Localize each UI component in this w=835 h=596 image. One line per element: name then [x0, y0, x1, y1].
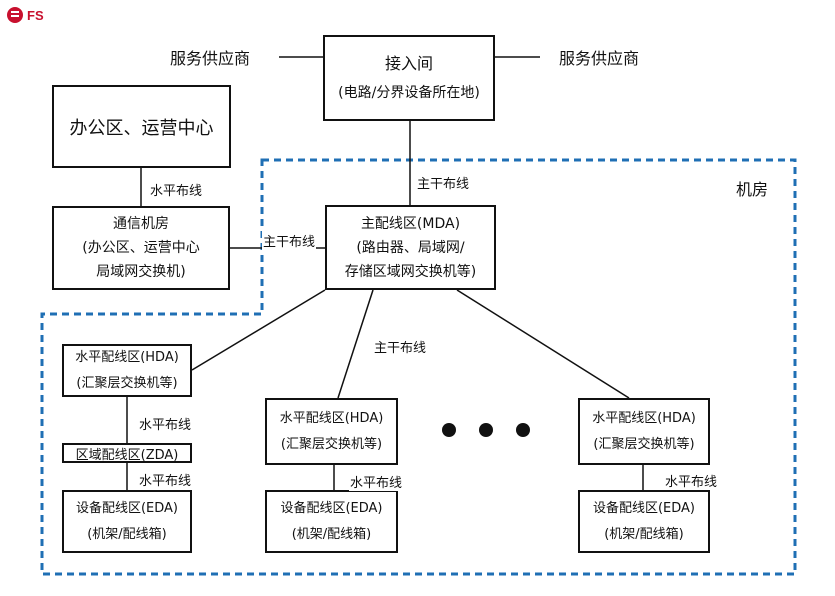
hda-box-2: 水平配线区(HDA) (汇聚层交换机等) — [265, 398, 398, 465]
eda-box-3: 设备配线区(EDA) (机架/配线箱) — [578, 490, 710, 553]
hda2-line2: (汇聚层交换机等) — [280, 436, 383, 452]
eda1-line1: 设备配线区(EDA) — [75, 500, 179, 516]
eda3-line1: 设备配线区(EDA) — [592, 500, 696, 516]
horizontal-label-hda2-eda2: 水平布线 — [349, 472, 404, 491]
ellipsis-dot-1 — [442, 423, 456, 437]
horizontal-label-zda-eda1: 水平布线 — [138, 470, 193, 489]
eda-box-1: 设备配线区(EDA) (机架/配线箱) — [62, 490, 192, 553]
eda2-line2: (机架/配线箱) — [291, 526, 372, 542]
entrance-room-box: 接入间 (电路/分界设备所在地) — [323, 35, 495, 121]
zda-label: 区域配线区(ZDA) — [75, 447, 179, 463]
entrance-room-title: 接入间 — [384, 54, 433, 73]
backbone-label-telecom-mda: 主干布线 — [262, 231, 317, 250]
telecom-room-box: 通信机房 (办公区、运营中心 局域网交换机) — [52, 206, 230, 290]
hda-box-1: 水平配线区(HDA) (汇聚层交换机等) — [62, 344, 192, 397]
mda-box: 主配线区(MDA) (路由器、局域网/ 存储区域网交换机等) — [325, 205, 496, 290]
telecom-room-line1: 通信机房 — [113, 216, 169, 232]
telecom-room-line2: (办公区、运营中心 — [82, 240, 200, 256]
mda-line1: 主配线区(MDA) — [360, 215, 461, 232]
mda-line3: 存储区域网交换机等) — [344, 263, 477, 280]
eda2-line1: 设备配线区(EDA) — [280, 500, 383, 516]
office-area-title: 办公区、运营中心 — [69, 117, 214, 139]
ellipsis-dot-3 — [516, 423, 530, 437]
horizontal-label-hda3-eda3: 水平布线 — [664, 471, 719, 490]
hda1-line2: (汇聚层交换机等) — [76, 375, 178, 391]
fs-logo: FS — [7, 7, 44, 23]
eda-box-2: 设备配线区(EDA) (机架/配线箱) — [265, 490, 398, 553]
horizontal-label-hda1-zda: 水平布线 — [138, 414, 193, 433]
zda-box: 区域配线区(ZDA) — [62, 443, 192, 463]
eda1-line2: (机架/配线箱) — [87, 526, 167, 542]
office-area-box: 办公区、运营中心 — [52, 85, 231, 168]
hda-box-3: 水平配线区(HDA) (汇聚层交换机等) — [578, 398, 710, 465]
connector-mda-hda1 — [191, 289, 326, 371]
backbone-label-entrance-mda: 主干布线 — [416, 173, 471, 192]
hda3-line2: (汇聚层交换机等) — [593, 436, 695, 452]
mda-line2: (路由器、局域网/ — [356, 239, 465, 256]
eda3-line2: (机架/配线箱) — [604, 526, 684, 542]
connector-mda-hda3 — [456, 289, 630, 399]
logo-text: FS — [27, 7, 44, 23]
hda3-line1: 水平配线区(HDA) — [592, 410, 696, 426]
ellipsis-dot-2 — [479, 423, 493, 437]
horizontal-label-office-telecom: 水平布线 — [149, 180, 204, 199]
computer-room-label: 机房 — [736, 180, 769, 199]
connector-mda-hda2 — [337, 289, 374, 399]
service-provider-right: 服务供应商 — [559, 49, 640, 68]
entrance-room-subtitle: (电路/分界设备所在地) — [338, 85, 480, 101]
service-provider-left: 服务供应商 — [170, 49, 251, 68]
fs-logo-icon — [7, 7, 23, 23]
hda2-line1: 水平配线区(HDA) — [279, 410, 384, 426]
computer-room-zone-boundary — [40, 158, 797, 576]
telecom-room-line3: 局域网交换机) — [96, 264, 186, 280]
hda1-line1: 水平配线区(HDA) — [75, 349, 179, 365]
backbone-label-mda-hda: 主干布线 — [373, 337, 428, 356]
